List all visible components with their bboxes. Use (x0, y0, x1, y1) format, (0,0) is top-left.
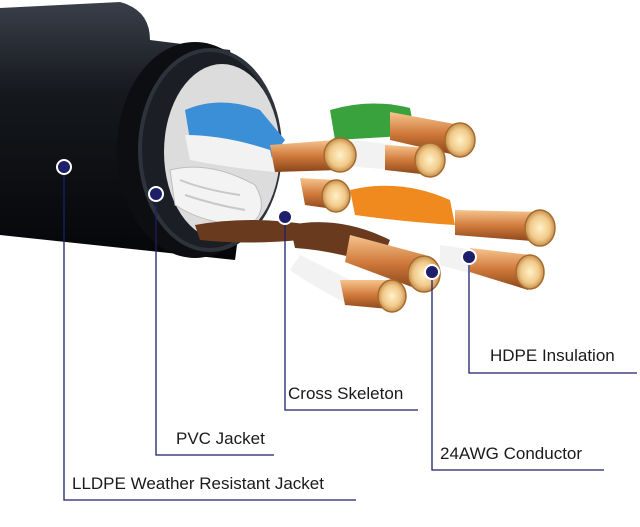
leader-line-hdpe (468, 257, 637, 374)
leader-line-conductor (431, 272, 604, 471)
leader-lines (63, 167, 637, 501)
callout-dots (56, 159, 477, 280)
callout-dot-pvc-jacket (148, 186, 164, 202)
leader-line-outer-jacket (63, 167, 356, 501)
callout-dot-outer-jacket (56, 159, 72, 175)
leader-line-pvc-jacket (155, 194, 274, 456)
callout-dot-conductor (424, 264, 440, 280)
outer-jacket-label: LLDPE Weather Resistant Jacket (72, 474, 324, 493)
copper-conductors (270, 112, 556, 313)
leader-line-cross-skeleton (284, 217, 418, 411)
callout-dot-cross-skeleton (277, 209, 293, 225)
callout-dot-hdpe (461, 249, 477, 265)
hdpe-insulation-label: HDPE Insulation (490, 346, 615, 365)
blue-pair-shape (185, 102, 285, 172)
cross-skeleton-label: Cross Skeleton (288, 384, 404, 403)
pvc-jacket-label: PVC Jacket (176, 429, 265, 448)
cross-skeleton-shape (169, 166, 310, 243)
conductor-label: 24AWG Conductor (440, 444, 583, 463)
